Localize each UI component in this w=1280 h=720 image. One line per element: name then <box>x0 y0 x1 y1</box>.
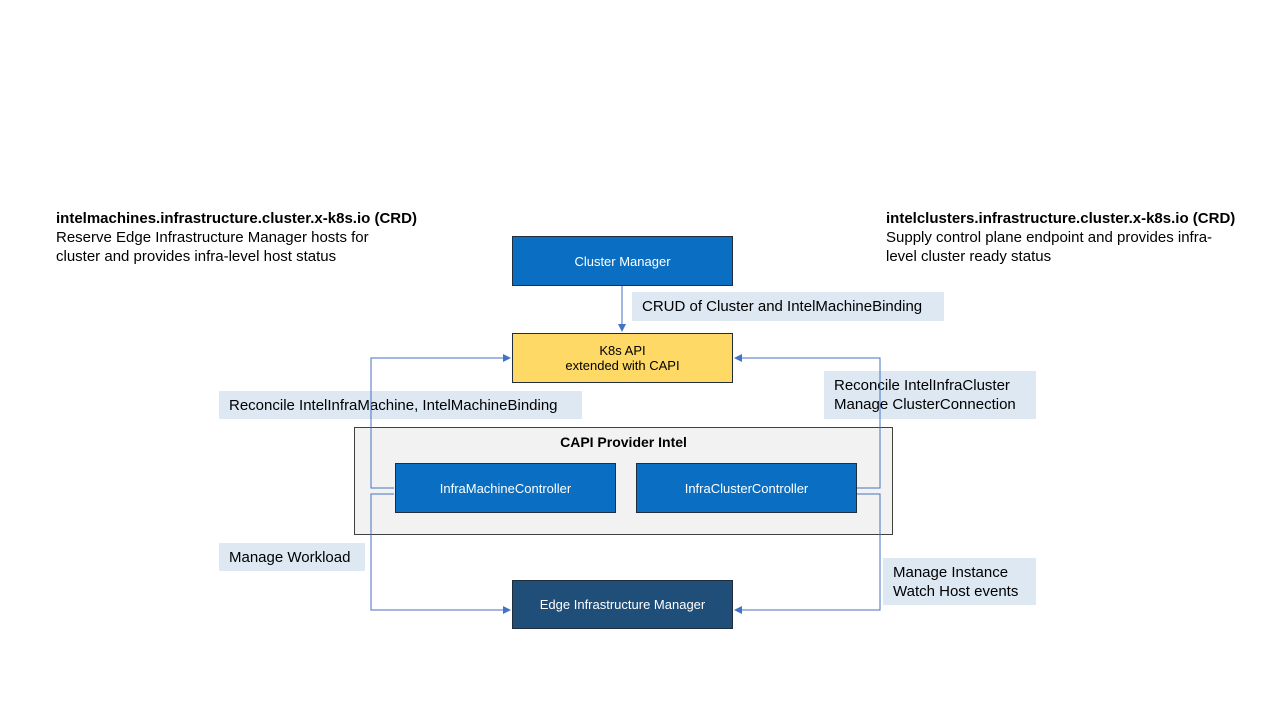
left-crd-annotation: intelmachines.infrastructure.cluster.x-k… <box>56 209 436 266</box>
cluster-manager-label: Cluster Manager <box>574 253 671 269</box>
right-crd-desc-line2: level cluster ready status <box>886 248 1052 265</box>
k8s-api-label-line2: extended with CAPI <box>565 358 680 373</box>
edge-label-crud: CRUD of Cluster and IntelMachineBinding <box>632 292 944 321</box>
right-crd-desc-line1: Supply control plane endpoint and provid… <box>886 229 1213 246</box>
k8s-api-node: K8s API extended with CAPI <box>512 333 733 383</box>
capi-provider-title: CAPI Provider Intel <box>560 434 687 450</box>
edge-label-manage-instance-line2: Watch Host events <box>893 582 1019 600</box>
infra-machine-controller-node: InfraMachineController <box>395 463 616 513</box>
cluster-manager-node: Cluster Manager <box>512 236 733 286</box>
k8s-api-label-line1: K8s API <box>599 343 646 358</box>
infra-cluster-controller-node: InfraClusterController <box>636 463 857 513</box>
edge-label-manage-workload-text: Manage Workload <box>229 548 351 566</box>
left-crd-title: intelmachines.infrastructure.cluster.x-k… <box>56 210 417 227</box>
edge-label-reconcile-machine-text: Reconcile IntelInfraMachine, IntelMachin… <box>229 396 558 414</box>
edge-label-reconcile-cluster-line2: Manage ClusterConnection <box>834 396 1016 413</box>
edge-label-manage-workload: Manage Workload <box>219 543 365 571</box>
edge-label-reconcile-machine: Reconcile IntelInfraMachine, IntelMachin… <box>219 391 582 419</box>
right-crd-annotation: intelclusters.infrastructure.cluster.x-k… <box>886 209 1266 266</box>
connector-cluster-controller-to-edge-manager <box>734 493 881 614</box>
edge-label-crud-text: CRUD of Cluster and IntelMachineBinding <box>642 298 923 315</box>
connector-machine-controller-to-k8s-api <box>370 354 511 489</box>
left-crd-desc-line1: Reserve Edge Infrastructure Manager host… <box>56 229 369 246</box>
edge-label-manage-instance-line1: Manage Instance <box>893 563 1009 581</box>
connector-cluster-controller-to-k8s-api <box>734 354 881 489</box>
edge-infrastructure-manager-label: Edge Infrastructure Manager <box>539 597 706 612</box>
edge-label-manage-instance: Manage Instance Watch Host events <box>883 558 1036 605</box>
edge-label-reconcile-cluster: Reconcile IntelInfraCluster Manage Clust… <box>824 371 1036 419</box>
infra-machine-controller-label: InfraMachineController <box>439 480 572 496</box>
edge-infrastructure-manager-node: Edge Infrastructure Manager <box>512 580 733 629</box>
infra-cluster-controller-label: InfraClusterController <box>684 480 809 496</box>
right-crd-title: intelclusters.infrastructure.cluster.x-k… <box>886 210 1236 227</box>
edge-label-reconcile-cluster-line1: Reconcile IntelInfraCluster <box>834 377 1010 394</box>
left-crd-desc-line2: cluster and provides infra-level host st… <box>56 248 337 265</box>
connector-machine-controller-to-edge-manager <box>370 493 511 614</box>
